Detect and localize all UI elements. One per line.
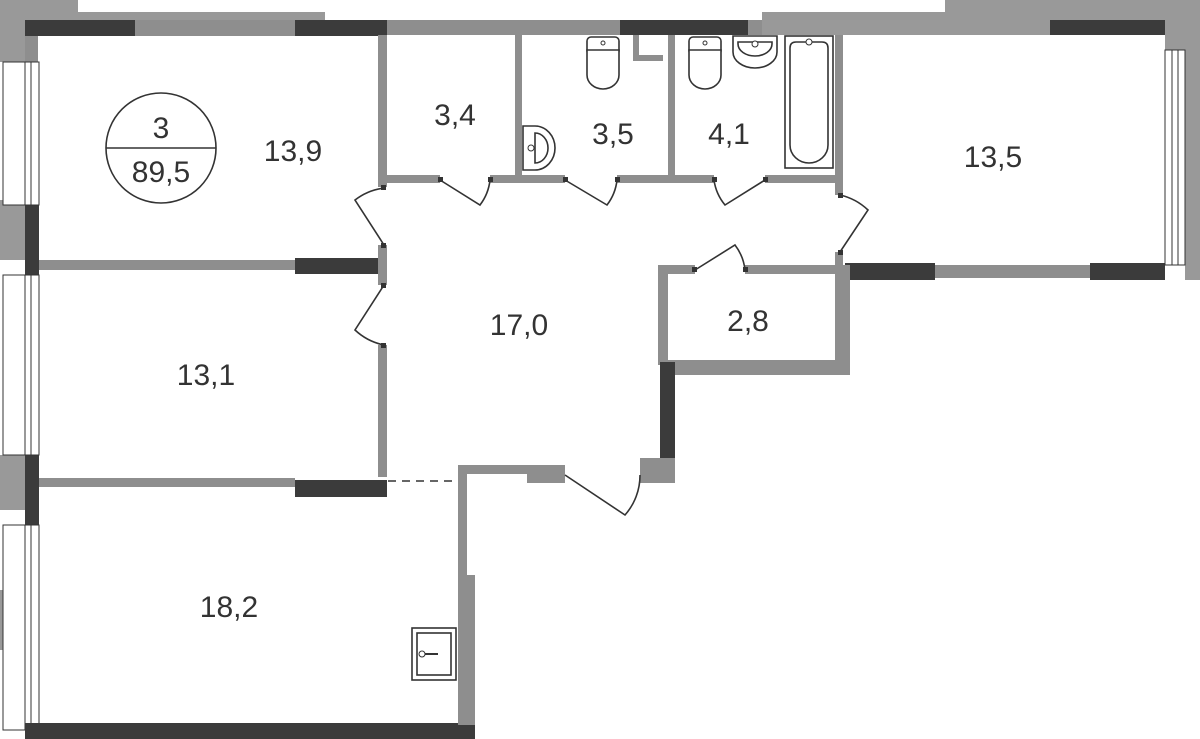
room-area-wc: 3,5 (592, 118, 634, 151)
room-labels: 13,9 3,4 3,5 4,1 13,5 17,0 2,8 13,1 18,2 (177, 99, 1022, 624)
window-left-2 (2, 274, 40, 456)
room-area-bedroom-top-left: 13,9 (264, 135, 322, 168)
sink-icon (732, 35, 778, 69)
bathtub-icon (784, 35, 834, 169)
room-area-bathroom: 4,1 (708, 118, 750, 151)
room-area-bedroom-middle-left: 13,1 (177, 359, 235, 392)
doors (353, 177, 870, 517)
rooms-count: 3 (153, 112, 170, 145)
kitchen-sink-icon (411, 627, 457, 681)
room-area-hall: 17,0 (490, 309, 548, 342)
sink-icon (522, 125, 556, 171)
room-area-bedroom-right: 13,5 (964, 141, 1022, 174)
room-area-storage: 3,4 (434, 99, 476, 132)
room-area-kitchen-living: 18,2 (200, 591, 258, 624)
window-right (1164, 49, 1186, 266)
total-area: 89,5 (132, 156, 190, 189)
toilet-icon (586, 36, 620, 90)
window-left-3 (2, 524, 40, 731)
window-left-1 (2, 61, 40, 206)
room-area-closet: 2,8 (727, 305, 769, 338)
toilet-icon (688, 36, 722, 90)
fixtures (411, 35, 834, 681)
apartment-badge: 3 89,5 (105, 92, 217, 204)
